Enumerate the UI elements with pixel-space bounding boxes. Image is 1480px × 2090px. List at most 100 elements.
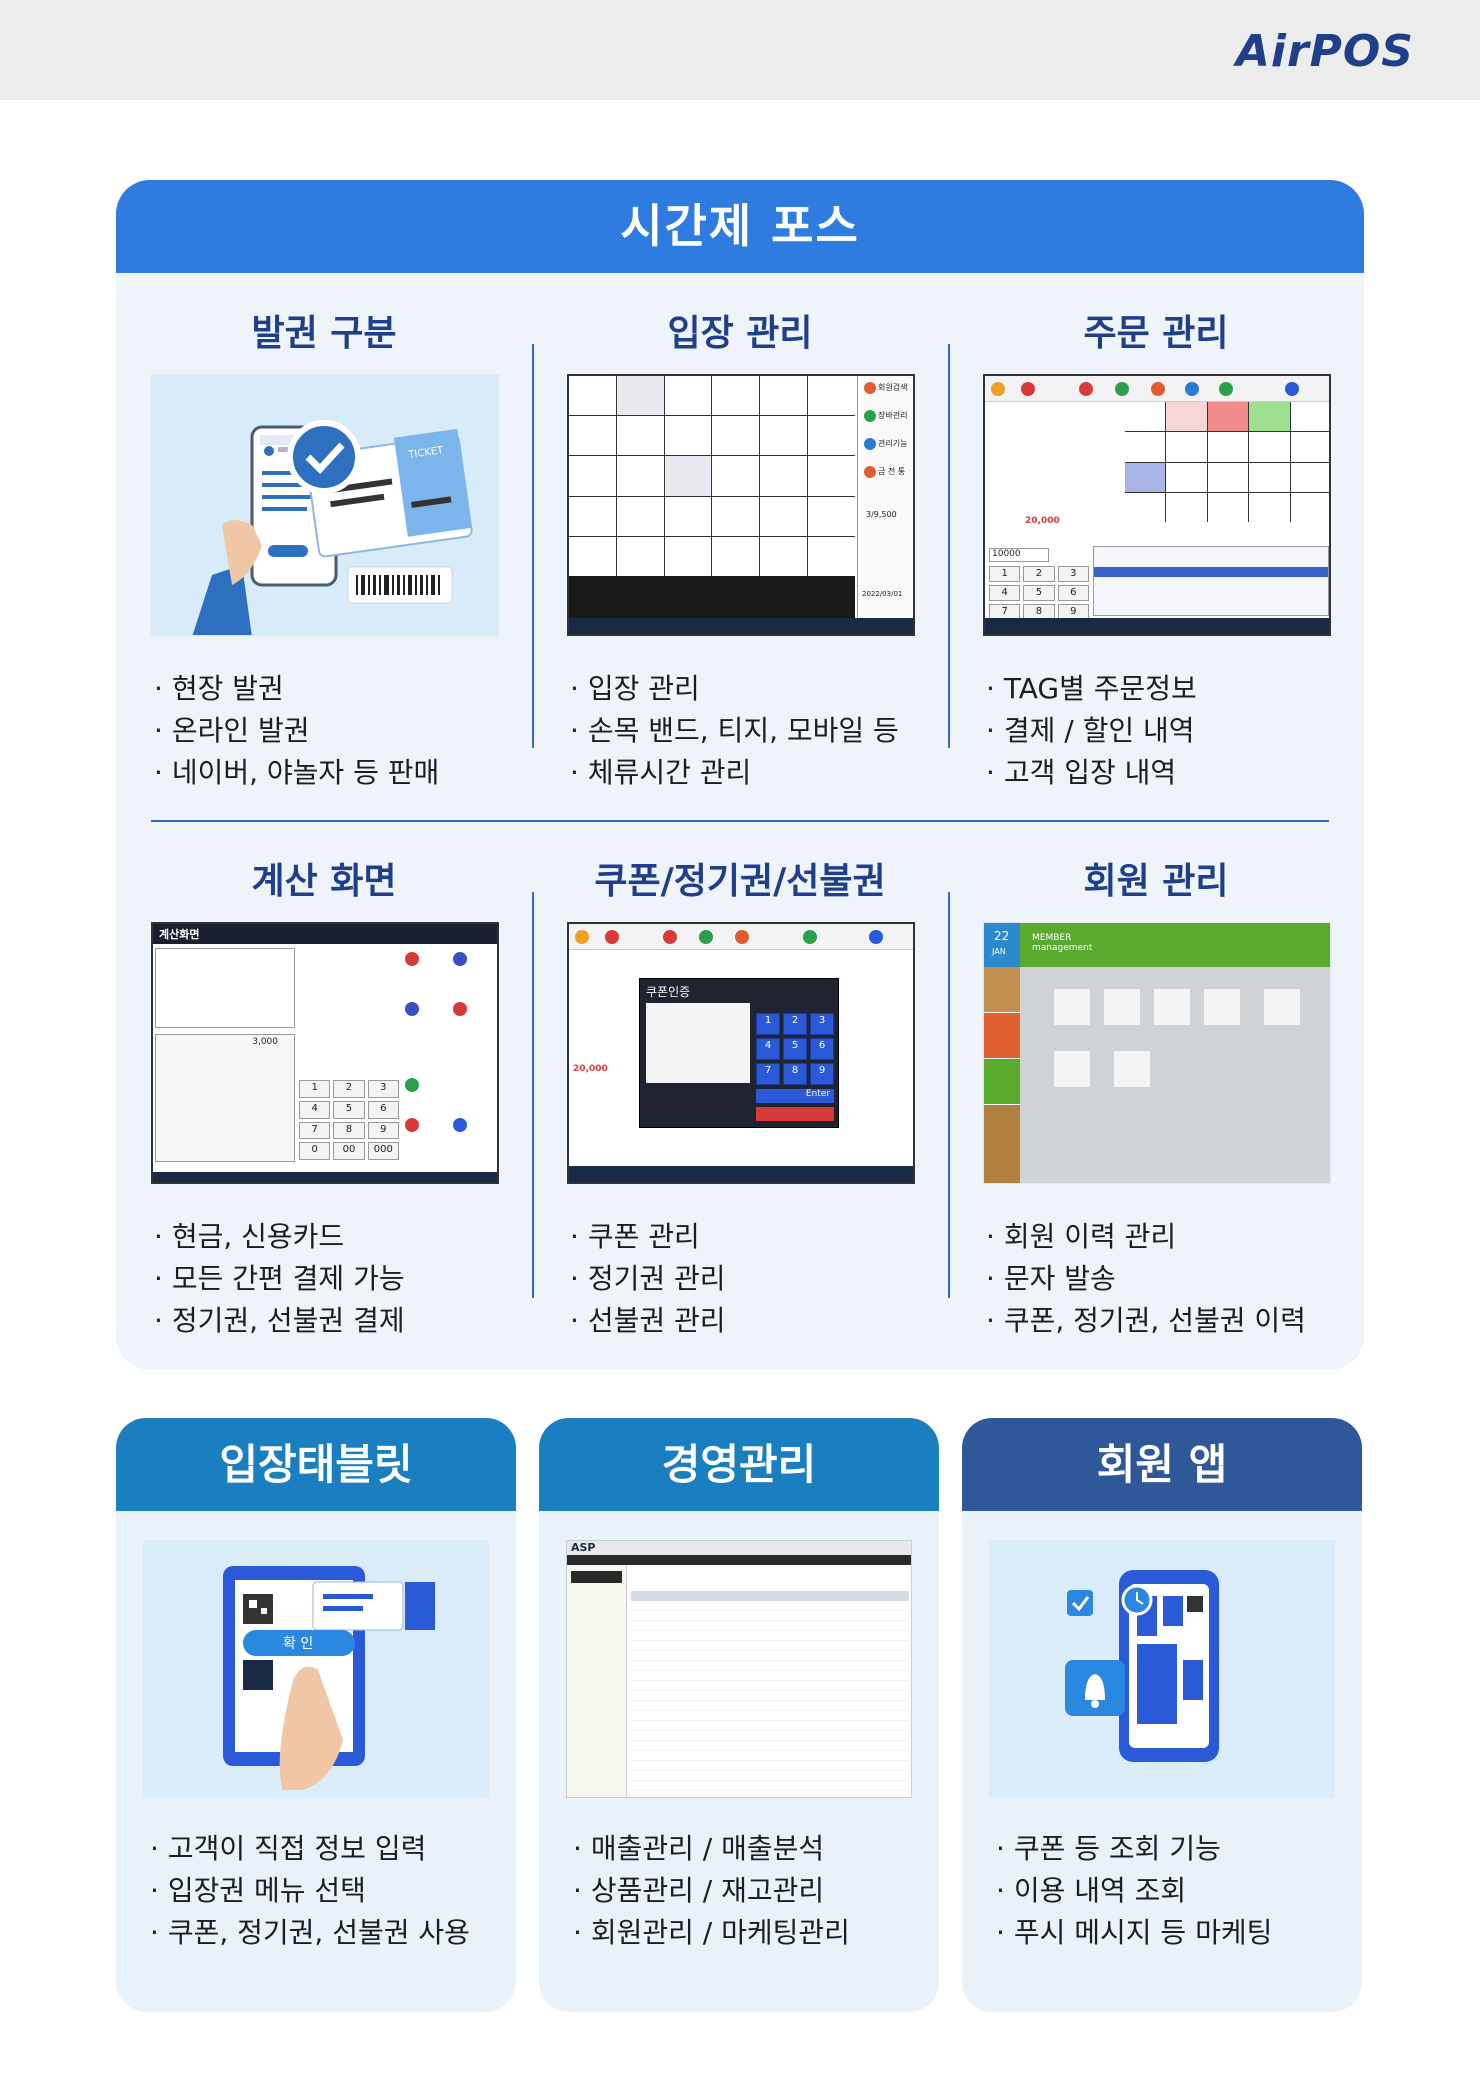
top-bar: AirPOS — [0, 0, 1480, 100]
bullet: 체류시간 관리 — [570, 752, 940, 794]
toolbar-icon[interactable] — [1285, 382, 1299, 396]
card-icon[interactable] — [405, 1002, 419, 1016]
cash-icon[interactable] — [405, 952, 419, 966]
bullet: 네이버, 야놀자 등 판매 — [154, 752, 524, 794]
key[interactable]: 7 — [989, 604, 1021, 620]
key[interactable]: 4 — [299, 1100, 331, 1119]
toolbar-icon[interactable] — [1151, 382, 1165, 396]
toolbar-icon[interactable] — [1219, 382, 1233, 396]
key[interactable]: 8 — [333, 1121, 365, 1140]
panel-title: 경영관리 — [539, 1418, 939, 1511]
coupon-icon[interactable] — [1154, 989, 1190, 1025]
date: 2022/03/01 — [862, 590, 903, 598]
bullet: 온라인 발권 — [154, 710, 524, 752]
bullet: 문자 발송 — [986, 1258, 1356, 1300]
airpos-logo: AirPOS — [1235, 26, 1414, 77]
menu-item[interactable]: 금 전 통 — [878, 467, 906, 476]
complete-icon[interactable] — [453, 1118, 467, 1132]
section-title: 회원 관리 — [1083, 861, 1229, 902]
key[interactable]: 6 — [367, 1100, 399, 1119]
checkout-keypad: 1 2 3 4 5 6 7 8 9 0 00 000 — [299, 1080, 399, 1160]
time-pos-title: 시간제 포스 — [116, 180, 1364, 273]
section-title: 쿠폰/정기권/선불권 — [594, 861, 886, 902]
toolbar-icon[interactable] — [1021, 382, 1035, 396]
row-divider — [151, 820, 1329, 822]
cancel-icon[interactable] — [405, 1118, 419, 1132]
item-list — [155, 948, 295, 1028]
key[interactable]: 2 — [333, 1080, 365, 1098]
use-button[interactable] — [756, 1107, 834, 1121]
member-bullets: 회원 이력 관리 문자 발송 쿠폰, 정기권, 선불권 이력 — [986, 1216, 1356, 1342]
column-divider — [532, 344, 534, 748]
key[interactable]: 000 — [367, 1142, 399, 1160]
coupon-bullets: 쿠폰 관리 정기권 관리 선불권 관리 — [570, 1216, 940, 1342]
key[interactable]: 3 — [367, 1080, 399, 1098]
phone-app-icon — [989, 1540, 1335, 1798]
toolbar-icon[interactable] — [663, 930, 677, 944]
key[interactable]: 7 — [299, 1121, 331, 1140]
point-icon[interactable] — [405, 1078, 419, 1092]
menu-item[interactable]: 회원검색 — [878, 383, 908, 392]
toolbar-icon[interactable] — [605, 930, 619, 944]
toolbar-icon[interactable] — [735, 930, 749, 944]
pay-icon[interactable] — [453, 1002, 467, 1016]
enter-key[interactable]: Enter — [756, 1089, 834, 1103]
key[interactable]: 00 — [333, 1142, 365, 1160]
product-grid — [1125, 402, 1329, 522]
info-area — [569, 576, 855, 620]
point-icon[interactable] — [1204, 989, 1240, 1025]
section-title: 입장 관리 — [667, 313, 813, 354]
order-keypad: 1 2 3 4 5 6 7 8 9 — [989, 566, 1089, 620]
coupon-issue-icon[interactable] — [1054, 1051, 1090, 1087]
bullet: 선불권 관리 — [570, 1300, 940, 1342]
key[interactable]: 3 — [1057, 566, 1089, 582]
sms-icon[interactable] — [1104, 989, 1140, 1025]
checkout-header: 계산화면 — [153, 924, 497, 944]
menu-item[interactable]: 관리기능 — [878, 439, 908, 448]
section-title: 주문 관리 — [1083, 313, 1229, 354]
order-amount: 20,000 — [1025, 516, 1060, 526]
time-pos-panel: 시간제 포스 발권 구분 TICKET — [116, 180, 1364, 1370]
toolbar-icon[interactable] — [575, 930, 589, 944]
key[interactable]: 5 — [1023, 585, 1055, 601]
toolbar-icon[interactable] — [869, 930, 883, 944]
menu-item[interactable]: 장바관리 — [878, 411, 908, 420]
bullet: 이용 내역 조회 — [996, 1870, 1356, 1912]
screen-title: 계산화면 — [159, 928, 200, 941]
toolbar-icon[interactable] — [1185, 382, 1199, 396]
toolbar-icon[interactable] — [991, 382, 1005, 396]
key[interactable]: 0 — [299, 1142, 331, 1160]
toolbar-icon[interactable] — [1079, 382, 1093, 396]
bottom-bar — [153, 1172, 497, 1182]
counter: 3/9,500 — [866, 510, 897, 519]
bullet: 정기권 관리 — [570, 1258, 940, 1300]
wallet-icon[interactable] — [1264, 989, 1300, 1025]
print-icon[interactable] — [1114, 1051, 1150, 1087]
banner-title: MEMBER management — [1032, 933, 1093, 953]
toolbar-icon[interactable] — [803, 930, 817, 944]
key[interactable]: 9 — [367, 1121, 399, 1140]
bottom-bar — [985, 618, 1329, 634]
asp-nav — [567, 1555, 911, 1565]
side-tabs — [984, 967, 1020, 1183]
key[interactable]: 4 — [989, 585, 1021, 601]
panel-title: 입장태블릿 — [116, 1418, 516, 1511]
toolbar-icon[interactable] — [699, 930, 713, 944]
bullet: 고객 입장 내역 — [986, 752, 1356, 794]
toolbar-icon[interactable] — [1115, 382, 1129, 396]
key[interactable]: 5 — [333, 1100, 365, 1119]
key[interactable]: 2 — [1023, 566, 1055, 582]
bullet: 고객이 직접 정보 입력 — [150, 1828, 510, 1870]
member-list-icon[interactable] — [1054, 989, 1090, 1025]
member-banner: 22 JAN MEMBER management — [984, 923, 1330, 967]
key[interactable]: 1 — [299, 1080, 331, 1098]
bullet: 쿠폰, 정기권, 선불권 사용 — [150, 1912, 510, 1954]
discount-icon[interactable] — [453, 952, 467, 966]
coupon-amount: 20,000 — [573, 1064, 608, 1074]
cart-icon — [864, 410, 876, 422]
bottom-bar — [569, 618, 913, 634]
asp-brand: ASP — [571, 1541, 596, 1554]
bullet: 쿠폰 등 조회 기능 — [996, 1828, 1356, 1870]
key[interactable]: 1 — [989, 566, 1021, 582]
key[interactable]: 6 — [1057, 585, 1089, 601]
